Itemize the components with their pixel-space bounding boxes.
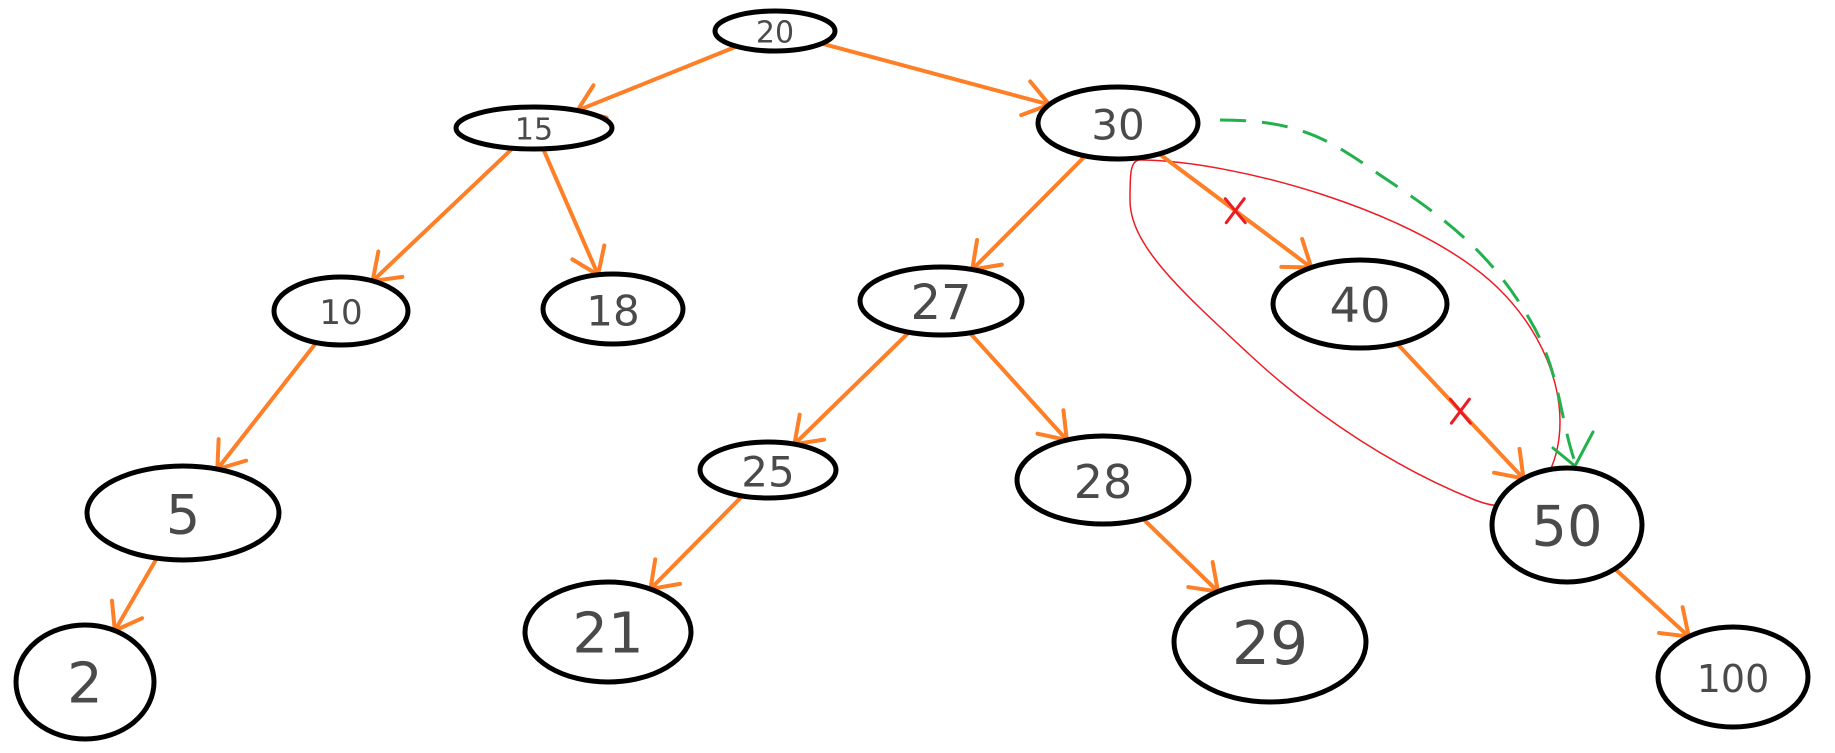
removed-marks xyxy=(1223,197,1472,425)
node-40: 40 xyxy=(1270,257,1450,351)
node-ellipse-30 xyxy=(1035,84,1201,162)
node-5: 5 xyxy=(84,463,282,563)
edge-25-21 xyxy=(648,493,745,592)
node-label-28: 28 xyxy=(1074,455,1133,509)
node-label-29: 29 xyxy=(1232,609,1308,679)
edge-20-15 xyxy=(575,44,739,113)
node-ellipse-5 xyxy=(84,463,282,563)
node-ellipse-2 xyxy=(13,622,157,742)
node-ellipse-40 xyxy=(1270,257,1450,351)
node-ellipse-25 xyxy=(697,439,839,501)
removal-loop-outline xyxy=(1129,159,1561,507)
node-ellipse-29 xyxy=(1171,579,1369,705)
node-2: 2 xyxy=(13,622,157,742)
node-20: 20 xyxy=(712,8,838,54)
node-ellipse-27 xyxy=(857,264,1025,338)
node-27: 27 xyxy=(857,264,1025,338)
cross-mark-40-50 xyxy=(1448,397,1472,425)
node-label-21: 21 xyxy=(572,602,643,667)
node-100: 100 xyxy=(1655,624,1811,730)
node-30: 30 xyxy=(1035,84,1201,162)
edge-20-30 xyxy=(819,41,1052,107)
redirect-path xyxy=(1219,118,1577,463)
node-ellipse-50 xyxy=(1489,465,1645,585)
node-label-18: 18 xyxy=(586,287,639,336)
node-label-25: 25 xyxy=(741,448,794,497)
node-label-27: 27 xyxy=(910,275,971,331)
node-50: 50 xyxy=(1489,465,1645,585)
edge-50-100 xyxy=(1612,566,1691,639)
node-28: 28 xyxy=(1014,433,1192,527)
node-15: 15 xyxy=(453,104,615,152)
node-ellipse-18 xyxy=(540,271,686,347)
node-label-5: 5 xyxy=(166,484,200,547)
removal-loop xyxy=(1129,159,1561,507)
node-18: 18 xyxy=(540,271,686,347)
node-label-50: 50 xyxy=(1531,495,1602,560)
edge-28-29 xyxy=(1141,516,1221,594)
node-25: 25 xyxy=(697,439,839,501)
node-ellipse-20 xyxy=(712,8,838,54)
edge-15-18 xyxy=(541,146,601,277)
node-ellipse-10 xyxy=(271,274,411,348)
cross-mark-30-40 xyxy=(1223,197,1247,225)
node-10: 10 xyxy=(271,274,411,348)
edge-5-2 xyxy=(112,556,159,633)
node-ellipse-100 xyxy=(1655,624,1811,730)
node-ellipse-28 xyxy=(1014,433,1192,527)
node-29: 29 xyxy=(1171,579,1369,705)
edge-10-5 xyxy=(215,340,319,472)
node-label-40: 40 xyxy=(1329,278,1390,334)
edge-27-25 xyxy=(792,330,912,447)
node-label-15: 15 xyxy=(515,113,553,148)
node-ellipse-21 xyxy=(522,579,694,685)
edge-30-27 xyxy=(970,153,1088,272)
edge-27-28 xyxy=(967,330,1069,443)
edge-15-10 xyxy=(370,146,515,284)
node-label-100: 100 xyxy=(1697,657,1770,701)
node-label-30: 30 xyxy=(1091,101,1144,150)
node-label-2: 2 xyxy=(67,652,103,717)
nodes: 20 15 30 10 18 27 40 5 25 28 50 2 21 29 100 xyxy=(13,8,1811,742)
node-21: 21 xyxy=(522,579,694,685)
node-label-20: 20 xyxy=(756,16,794,51)
node-ellipse-15 xyxy=(453,104,615,152)
node-label-10: 10 xyxy=(319,293,362,333)
